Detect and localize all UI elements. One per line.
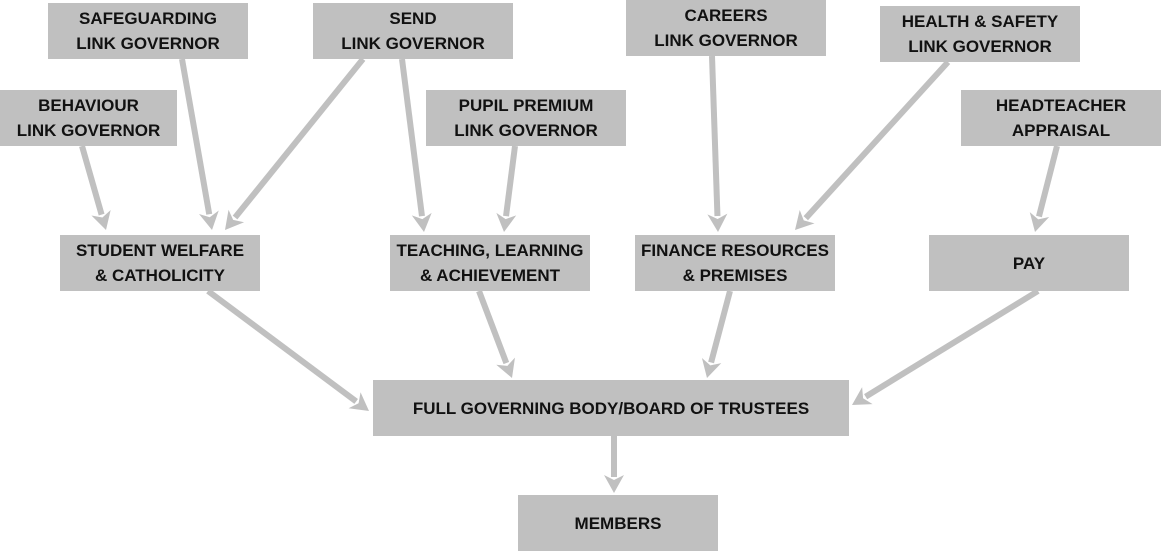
node-headteacher-line-1: HEADTEACHER xyxy=(995,96,1127,115)
arrow-behaviour-to-student-welfare-line xyxy=(79,145,105,216)
node-behaviour-line-1: BEHAVIOUR xyxy=(38,96,139,115)
arrow-send-to-student-welfare-line xyxy=(232,57,366,220)
arrow-pay-to-full-body xyxy=(852,288,1040,405)
node-safeguarding-line-2: LINK GOVERNOR xyxy=(76,34,220,53)
node-health-safety-line-2: LINK GOVERNOR xyxy=(908,37,1052,56)
node-careers-line-2: LINK GOVERNOR xyxy=(654,31,798,50)
node-safeguarding-line-1: SAFEGUARDING xyxy=(79,9,217,28)
arrow-student-welfare-to-full-body xyxy=(206,288,369,411)
arrow-finance-to-full-body-head xyxy=(701,358,722,378)
node-pupil-premium-line-1: PUPIL PREMIUM xyxy=(458,96,594,115)
node-pay: PAY xyxy=(929,235,1129,291)
node-health-safety: HEALTH & SAFETY LINK GOVERNOR xyxy=(880,6,1080,62)
arrow-send-to-teaching-head xyxy=(411,212,432,232)
node-members-label: MEMBERS xyxy=(574,513,662,533)
node-student-welfare-line-2: & CATHOLICITY xyxy=(94,266,225,285)
arrow-teaching-to-full-body xyxy=(476,289,515,378)
node-teaching-line-2: & ACHIEVEMENT xyxy=(419,266,561,285)
node-full-body-label: FULL GOVERNING BODY/BOARD OF TRUSTEES xyxy=(412,398,810,418)
arrow-send-to-student-welfare-head xyxy=(225,209,245,230)
node-teaching-line-1: TEACHING, LEARNING xyxy=(396,241,584,260)
node-careers-line-1: CAREERS xyxy=(684,6,768,25)
arrow-pupil-premium-to-teaching-head xyxy=(496,212,517,232)
node-health-safety-line-1: HEALTH & SAFETY xyxy=(901,12,1059,31)
arrow-teaching-to-full-body-head xyxy=(496,357,515,378)
connector-layer xyxy=(79,55,1060,493)
arrow-pupil-premium-to-teaching-line xyxy=(503,145,518,217)
arrow-finance-to-full-body-line xyxy=(708,290,733,364)
node-behaviour: BEHAVIOUR LINK GOVERNOR xyxy=(0,90,177,146)
arrow-headteacher-to-pay xyxy=(1029,145,1060,232)
arrow-send-to-teaching-line xyxy=(399,58,425,217)
arrow-headteacher-to-pay-line xyxy=(1036,145,1060,218)
arrow-student-welfare-to-full-body-line xyxy=(206,288,358,404)
arrow-teaching-to-full-body-line xyxy=(476,289,510,365)
arrow-pay-to-full-body-head xyxy=(852,387,873,405)
node-headteacher-appraisal: HEADTEACHER APPRAISAL xyxy=(961,90,1161,146)
arrow-full-body-to-members-head xyxy=(604,475,624,493)
arrow-headteacher-to-pay-head xyxy=(1029,212,1050,232)
arrow-health-safety-to-finance-line xyxy=(803,59,951,221)
node-pupil-premium-line-2: LINK GOVERNOR xyxy=(454,121,598,140)
arrow-safeguarding-to-student-welfare xyxy=(179,58,219,230)
arrow-health-safety-to-finance-head xyxy=(795,209,815,230)
arrow-send-to-student-welfare xyxy=(225,57,366,230)
arrow-full-body-to-members xyxy=(604,436,624,493)
node-finance-line-2: & PREMISES xyxy=(682,266,788,285)
arrow-behaviour-to-student-welfare-head xyxy=(91,209,111,230)
arrow-finance-to-full-body xyxy=(701,290,733,378)
node-student-welfare: STUDENT WELFARE & CATHOLICITY xyxy=(60,235,260,291)
node-full-governing-body: FULL GOVERNING BODY/BOARD OF TRUSTEES xyxy=(373,380,849,436)
arrow-safeguarding-to-student-welfare-head xyxy=(199,210,219,230)
arrow-pupil-premium-to-teaching xyxy=(496,145,518,232)
arrow-careers-to-finance xyxy=(707,55,728,232)
node-send: SEND LINK GOVERNOR xyxy=(313,3,513,59)
node-finance-resources: FINANCE RESOURCES & PREMISES xyxy=(635,235,835,291)
node-send-line-1: SEND xyxy=(389,9,437,28)
node-student-welfare-line-1: STUDENT WELFARE xyxy=(75,241,245,260)
node-pay-label: PAY xyxy=(1012,253,1046,273)
arrow-pay-to-full-body-line xyxy=(864,288,1040,400)
arrow-send-to-teaching xyxy=(399,58,432,232)
node-members: MEMBERS xyxy=(518,495,718,551)
node-behaviour-line-2: LINK GOVERNOR xyxy=(16,121,161,140)
arrow-safeguarding-to-student-welfare-line xyxy=(179,58,213,215)
arrow-careers-to-finance-head xyxy=(707,213,728,232)
arrow-careers-to-finance-line xyxy=(709,55,721,217)
arrow-student-welfare-to-full-body-head xyxy=(348,392,369,411)
arrow-health-safety-to-finance xyxy=(795,59,951,230)
node-headteacher-line-2: APPRAISAL xyxy=(1011,121,1111,140)
node-pupil-premium: PUPIL PREMIUM LINK GOVERNOR xyxy=(426,90,626,146)
arrow-behaviour-to-student-welfare xyxy=(79,145,111,230)
node-finance-line-1: FINANCE RESOURCES xyxy=(641,241,829,260)
node-safeguarding: SAFEGUARDING LINK GOVERNOR xyxy=(48,3,248,59)
node-send-line-2: LINK GOVERNOR xyxy=(341,34,485,53)
node-careers: CAREERS LINK GOVERNOR xyxy=(626,0,826,56)
node-teaching-learning: TEACHING, LEARNING & ACHIEVEMENT xyxy=(390,235,590,291)
